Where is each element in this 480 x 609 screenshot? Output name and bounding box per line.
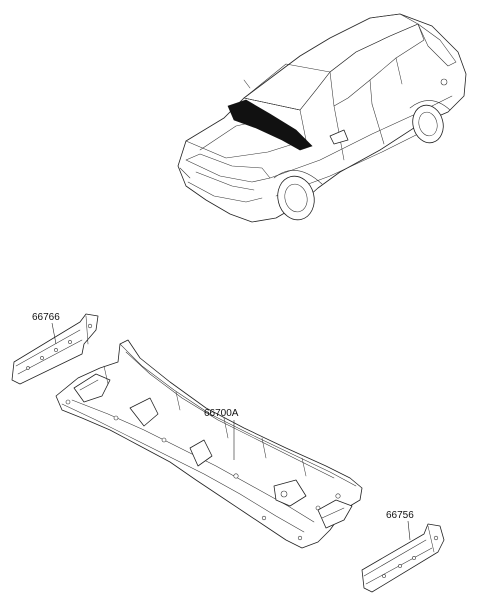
cowl-panel-drawing xyxy=(55,339,363,549)
part-label-66766: 66766 xyxy=(32,312,60,345)
part-label-66700A: 66700A xyxy=(204,408,239,460)
left-side-bracket-drawing xyxy=(11,313,99,385)
right-side-bracket-drawing xyxy=(361,523,445,593)
part-label-66756: 66756 xyxy=(386,510,414,541)
car-illustration xyxy=(177,13,467,223)
part-number: 66766 xyxy=(32,312,60,323)
part-number: 66756 xyxy=(386,510,414,521)
part-number: 66700A xyxy=(204,408,239,419)
